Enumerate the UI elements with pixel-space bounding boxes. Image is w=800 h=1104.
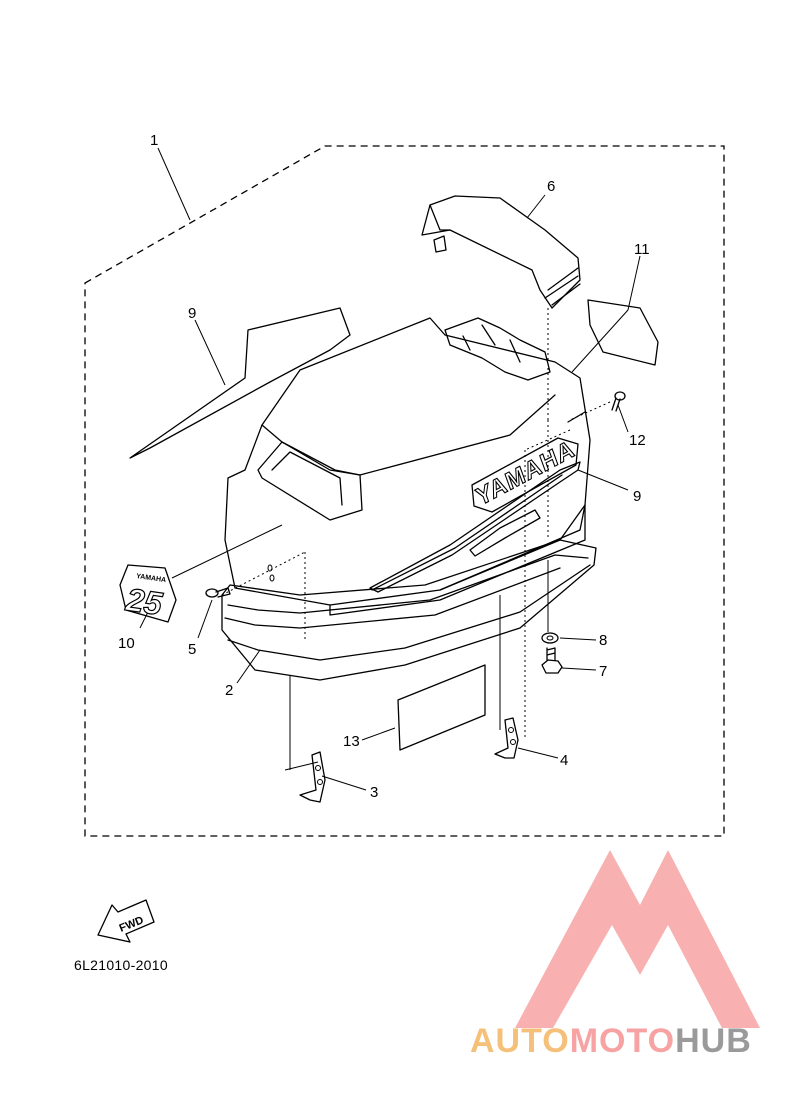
part-2-seal [221, 539, 597, 681]
callout-11: 11 [634, 241, 650, 258]
callout-13: 13 [343, 733, 360, 750]
watermark-hub: HUB [675, 1022, 752, 1060]
callout-6: 6 [547, 178, 555, 195]
part-6-rear-cover [421, 195, 581, 309]
fwd-arrow-icon: FWD [97, 899, 155, 943]
part-7-bolt-icon [541, 647, 563, 674]
leader-lines [139, 147, 641, 791]
watermark-auto: AUTO [470, 1022, 570, 1060]
callout-10: 10 [118, 635, 135, 652]
part-13-label [397, 664, 486, 751]
part-9-right-decal [371, 474, 563, 591]
watermark-moto: MOTO [569, 1022, 676, 1060]
alignment-lines [221, 308, 611, 770]
callout-7: 7 [599, 663, 607, 680]
part-5-rivet-icon [205, 564, 275, 598]
callout-4: 4 [560, 752, 568, 769]
callout-9-left: 9 [188, 305, 196, 322]
callout-2: 2 [225, 682, 233, 699]
callout-3: 3 [370, 784, 378, 801]
part-12-screw-icon [611, 391, 626, 412]
callout-1: 1 [150, 132, 158, 149]
model-decal-number: 25 [123, 581, 165, 622]
part-8-washer-icon [541, 632, 559, 644]
callout-12: 12 [629, 432, 646, 449]
callout-5: 5 [188, 641, 196, 658]
callout-9-right: 9 [633, 488, 641, 505]
part-9-left-decal [129, 307, 351, 459]
watermark-logo-icon [515, 850, 760, 1028]
watermark-text: AUTOMOTOHUB [470, 1022, 752, 1061]
model-decal-brand-text: YAMAHA [136, 573, 167, 584]
part-1-top-cowling [224, 317, 591, 616]
part-4-bracket [494, 717, 519, 759]
diagram-code: 6L21010-2010 [74, 957, 168, 973]
part-11-label [587, 299, 659, 366]
assembly-boundary [84, 145, 725, 837]
part-3-bracket [284, 751, 326, 803]
callout-8: 8 [599, 632, 607, 649]
callout-numbers: 1 2 3 4 5 6 7 8 9 9 10 11 12 13 [118, 132, 650, 801]
part-10-model-decal: YAMAHA 25 [119, 564, 177, 623]
